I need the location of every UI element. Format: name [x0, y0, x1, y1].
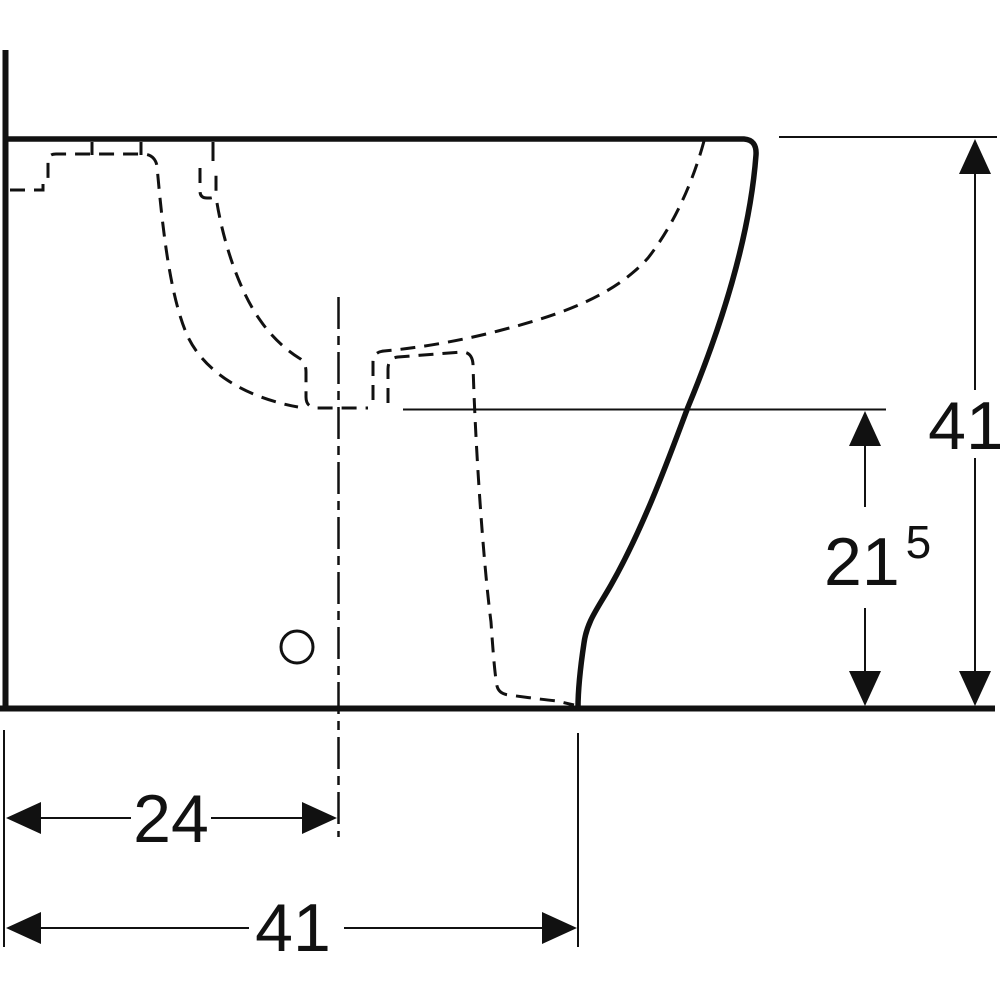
hidden-lines — [10, 140, 706, 707]
arrowhead-up-total-height — [959, 139, 991, 174]
arrowhead-up-rim-height — [849, 411, 881, 446]
fixing-hole-circle — [279, 629, 315, 665]
depth-label: 41 — [255, 890, 331, 966]
bidet-outline — [8, 136, 759, 709]
trap-outlet-dashed — [386, 350, 575, 707]
rim-height-superscript: 5 — [906, 516, 932, 568]
arrowhead-right-outlet-offset — [302, 802, 337, 834]
bowl-back-inner-dashed — [371, 140, 706, 407]
rim-height-value: 21 — [824, 524, 900, 600]
arrowhead-left-outlet-offset — [6, 802, 41, 834]
arrowhead-down-rim-height — [849, 671, 881, 706]
arrowhead-right-depth — [542, 912, 577, 944]
arrowhead-left-depth — [6, 912, 41, 944]
arrowhead-down-total-height — [959, 671, 991, 706]
structure-lines — [0, 50, 995, 712]
total-height-label: 41 — [928, 388, 1000, 464]
overflow-channel-dashed — [198, 168, 218, 200]
bowl-front-inner-dashed — [10, 152, 299, 409]
outlet-offset-label: 24 — [133, 781, 209, 857]
dimension-lines — [3, 136, 997, 947]
bowl-drain-dashed — [215, 202, 368, 410]
bidet-profile-line — [8, 136, 759, 709]
